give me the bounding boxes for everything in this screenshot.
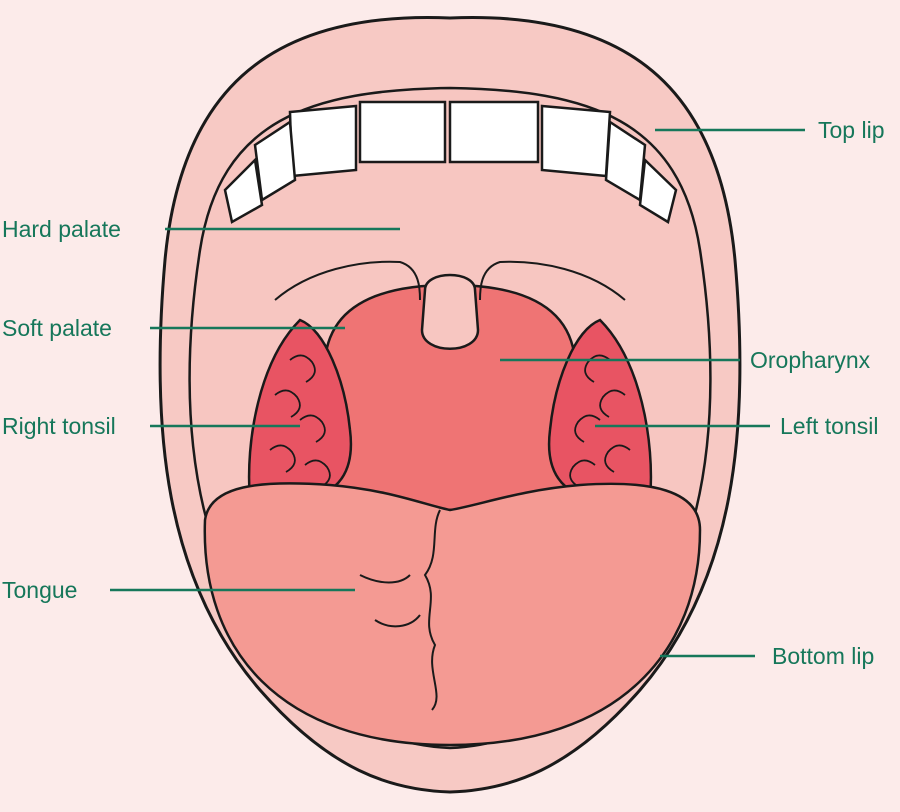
uvula: [420, 273, 480, 350]
leader-lines: [110, 128, 805, 658]
label-right-tonsil: Right tonsil: [2, 413, 116, 439]
teeth: [223, 100, 678, 224]
label-soft-palate: Soft palate: [2, 315, 112, 341]
soft-palate-arch-left: [479, 260, 626, 301]
tongue-groove: [423, 509, 441, 711]
label-top-lip: Top lip: [818, 117, 885, 143]
tonsil-texture: [269, 354, 631, 488]
label-oropharynx: Oropharynx: [750, 347, 871, 373]
label-tongue: Tongue: [2, 577, 78, 603]
label-left-tonsil: Left tonsil: [780, 413, 879, 439]
label-hard-palate: Hard palate: [2, 216, 121, 242]
soft-palate-arch-right: [274, 260, 421, 301]
tongue-fold: [359, 574, 421, 628]
tongue-shape: [203, 482, 702, 747]
label-bottom-lip: Bottom lip: [772, 643, 875, 669]
